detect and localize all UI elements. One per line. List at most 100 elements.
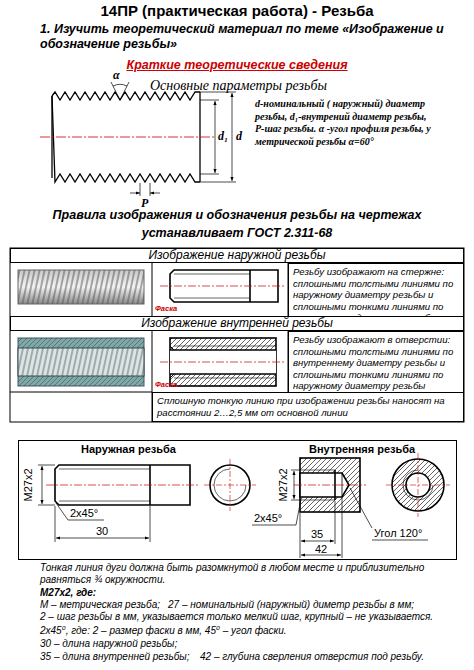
drawing-line — [291, 500, 300, 501]
label: М27х2 — [277, 465, 289, 505]
label: М27х2 — [22, 465, 34, 505]
drawing-line — [150, 193, 160, 194]
page-title: 14ПР (практическая работа) - Резьба — [0, 2, 474, 19]
drawing-g — [38, 465, 150, 542]
label: 35 — [311, 528, 327, 540]
drawing-line — [68, 520, 104, 521]
label: 2х45⁰, где: 2 – размер фаски в мм, 45⁰ –… — [40, 625, 460, 637]
label: 2х45° — [254, 512, 294, 524]
drawing-g — [386, 453, 450, 517]
table-header: Изображение наружной резьбы — [10, 248, 464, 263]
label: Тонкая линия дуги должна быть разомкнуто… — [40, 562, 450, 586]
node-text: Сплошную тонкую линию при изображении ре… — [153, 393, 463, 420]
drawing-line — [150, 183, 151, 196]
drawing-line — [59, 469, 150, 470]
drawing-rect — [18, 270, 144, 304]
label: Краткие теоретические сведения — [0, 58, 474, 72]
drawing-line — [174, 274, 250, 275]
drawing-line — [130, 193, 140, 194]
drawing-line — [300, 500, 335, 501]
drawing-line — [294, 471, 295, 499]
drawing-line — [200, 174, 219, 175]
label: Фаска — [155, 304, 185, 313]
drawing-line — [174, 378, 276, 379]
drawing-polyline — [52, 92, 200, 100]
label: 27 – номинальный (наружный) диметр резьб… — [168, 599, 448, 611]
drawing-line — [140, 183, 141, 196]
label: Основные параметры резьбы — [150, 78, 350, 94]
drawing-line — [160, 286, 284, 287]
drawing-g — [111, 82, 236, 196]
node-text: Резьбу изображают в отверстии: сплошными… — [289, 332, 463, 394]
label: 2х45° — [70, 507, 106, 519]
label: 2 – шаг резьбы в мм, указывается только … — [40, 611, 460, 623]
drawing-line — [56, 503, 68, 520]
label: Угол 120° — [374, 527, 432, 539]
label: d-номинальный ( наружный) диаметр резьбы… — [255, 98, 435, 148]
drawing-line — [10, 392, 152, 393]
drawing-line — [418, 453, 419, 517]
drawing-path — [113, 84, 127, 86]
node-text: Наружная резьба — [81, 443, 176, 455]
node-text: Изображение внутренней резьбы — [11, 317, 463, 330]
label: α — [113, 68, 127, 83]
drawing-line — [200, 182, 236, 183]
drawing-line — [170, 373, 276, 375]
drawing-line — [46, 485, 198, 486]
drawing-line — [150, 506, 151, 542]
drawing-line — [342, 498, 343, 558]
drawing-g — [10, 248, 464, 422]
table-header: Изображение внутренней резьбы — [10, 316, 464, 331]
table-cell: Сплошную тонкую линию при изображении ре… — [152, 392, 464, 422]
drawing-line — [291, 470, 300, 471]
drawing-line — [174, 298, 250, 299]
label: 42 – глубина сверления отверстия под рез… — [200, 651, 460, 663]
table-cell: Резьбу изображают в отверстии: сплошными… — [288, 331, 464, 395]
drawing-polyline — [52, 96, 200, 182]
drawing-line — [56, 538, 149, 539]
drawing-rect — [18, 338, 144, 386]
drawing-line — [230, 459, 231, 511]
drawing-line — [160, 362, 284, 363]
drawing-line — [59, 501, 150, 502]
drawing-line — [335, 501, 336, 544]
drawing-line — [174, 346, 276, 347]
label: 35 – длина внутренней резьбы; — [40, 651, 190, 663]
node-text: Изображение наружной резьбы — [11, 249, 463, 262]
drawing-line — [55, 506, 56, 542]
label: Фаска — [155, 380, 185, 389]
drawing-line — [170, 346, 174, 350]
drawing-line — [232, 93, 233, 181]
drawing-line — [300, 470, 335, 471]
label: 42 — [315, 543, 331, 555]
drawing-line — [334, 470, 336, 500]
drawing-g — [204, 459, 256, 511]
drawing-line — [252, 525, 296, 526]
label: Правила изображения и обозначения резьбы… — [0, 208, 474, 222]
drawing-line — [300, 513, 301, 558]
example-frame: Наружная резьба Внутренняя резьба — [18, 440, 457, 560]
label: d — [236, 129, 248, 144]
label: устанавливает ГОСТ 2.311-68 — [0, 226, 474, 240]
label: 30 — [96, 525, 112, 537]
drawing-line — [215, 101, 216, 173]
drawing-line — [42, 466, 43, 504]
node-text: Внутренняя резьба — [309, 443, 415, 455]
drawing-line — [40, 137, 214, 138]
drawing-rect — [18, 348, 144, 376]
drawing-line — [294, 485, 366, 486]
label: М – метрическая резьба; — [40, 599, 165, 611]
drawing-line — [301, 541, 334, 542]
label: М27х2, где: — [40, 587, 140, 599]
drawing-line — [170, 349, 276, 351]
drawing-line — [38, 465, 55, 466]
drawing-line — [350, 488, 372, 528]
drawing-line — [38, 505, 55, 506]
label: d₁ — [218, 129, 232, 144]
label: 1. Изучить теоретический материал по тем… — [40, 22, 450, 52]
drawing-line — [200, 100, 219, 101]
drawing-rect — [18, 348, 144, 376]
label: 30 – длина наружной резьбы; — [40, 638, 460, 650]
drawing-rect — [18, 270, 144, 304]
